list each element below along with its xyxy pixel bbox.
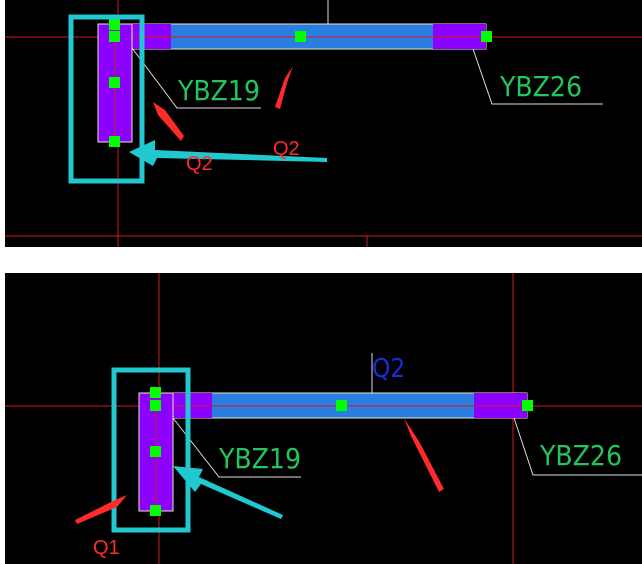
callout-q2-box: Q2 bbox=[186, 153, 213, 175]
label-ybz26: YBZ26 bbox=[539, 439, 622, 472]
red-arrow-icon bbox=[404, 418, 444, 492]
grip-point[interactable] bbox=[150, 387, 161, 398]
grip-point[interactable] bbox=[109, 31, 120, 42]
grip-point[interactable] bbox=[481, 31, 492, 42]
label-leader-ybz26 bbox=[513, 417, 642, 476]
red-arrow-icon bbox=[153, 102, 184, 141]
grip-point[interactable] bbox=[150, 505, 161, 516]
highlight-box bbox=[111, 367, 191, 533]
callout-q2-arrow: Q2 bbox=[273, 138, 300, 160]
cad-drawing-top: YBZ19 YBZ26 Q2 Q2 bbox=[5, 0, 642, 247]
cad-viewport-top[interactable]: YBZ19 YBZ26 Q2 Q2 bbox=[5, 0, 642, 247]
grip-point[interactable] bbox=[109, 136, 120, 147]
cad-viewport-bottom[interactable]: Q2 YBZ19 YBZ26 bbox=[5, 273, 642, 564]
grip-point[interactable] bbox=[336, 400, 347, 411]
cad-drawing-bottom: Q2 YBZ19 YBZ26 bbox=[5, 273, 642, 564]
grip-point[interactable] bbox=[150, 446, 161, 457]
red-arrow-icon bbox=[75, 495, 127, 524]
red-arrow-icon bbox=[275, 66, 293, 109]
label-leader-ybz19 bbox=[131, 47, 261, 109]
cyan-arrow-icon bbox=[129, 140, 327, 166]
label-ybz19: YBZ19 bbox=[218, 442, 301, 475]
label-wall-q2: Q2 bbox=[372, 354, 405, 384]
callout-q1-box: Q1 bbox=[93, 537, 120, 559]
label-leader-ybz26 bbox=[472, 48, 603, 105]
highlight-box bbox=[68, 14, 145, 184]
grip-point[interactable] bbox=[109, 19, 120, 30]
grip-point[interactable] bbox=[109, 77, 120, 88]
grip-point[interactable] bbox=[150, 400, 161, 411]
cyan-arrow-icon bbox=[173, 466, 283, 519]
label-ybz19: YBZ19 bbox=[177, 74, 260, 107]
grip-point[interactable] bbox=[522, 400, 533, 411]
grip-point[interactable] bbox=[295, 31, 306, 42]
label-ybz26: YBZ26 bbox=[499, 70, 582, 103]
